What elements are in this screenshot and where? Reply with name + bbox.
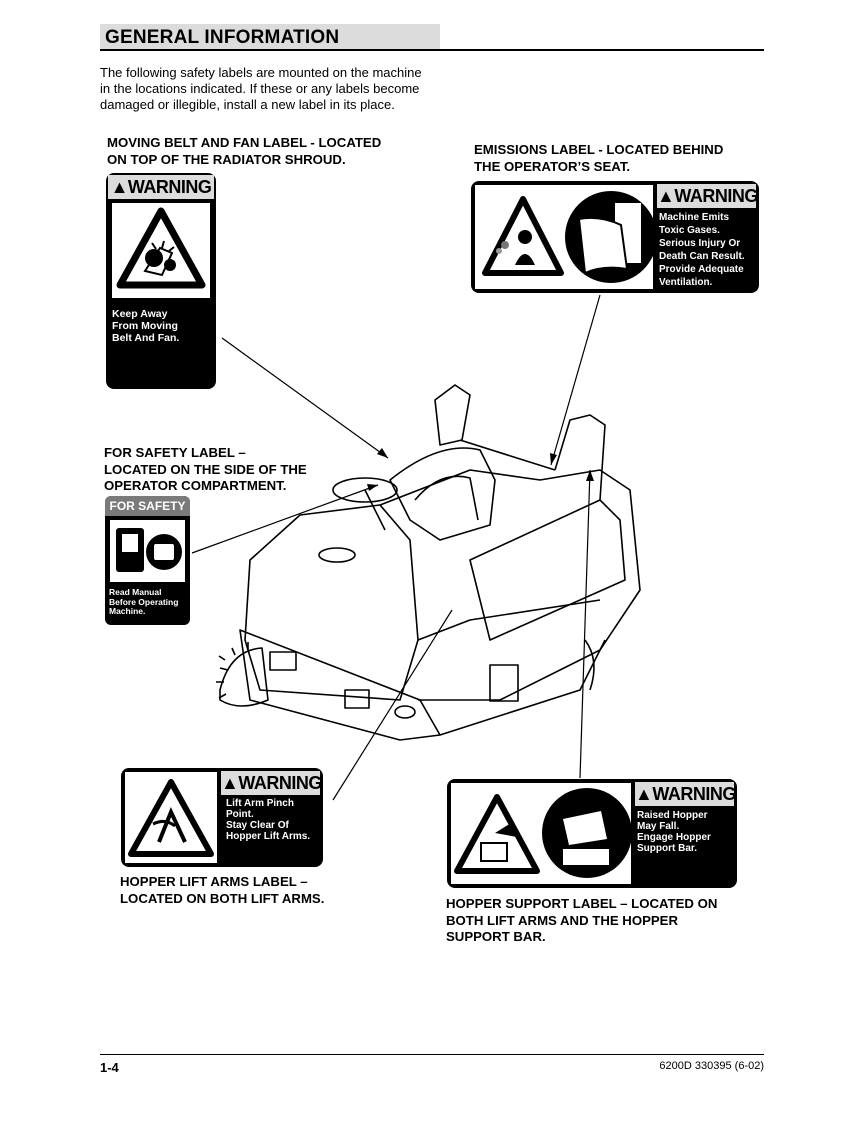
leader-arrowheads xyxy=(367,448,594,491)
pinch-point-icon xyxy=(128,779,214,857)
hopper-support-pictogram xyxy=(451,783,632,884)
leader-lines xyxy=(191,294,601,801)
footer-rule xyxy=(100,1054,764,1055)
read-manual-icon xyxy=(116,528,182,572)
section-header-bar xyxy=(100,24,440,50)
belt-fan-pictogram xyxy=(112,203,210,298)
caption-for-safety: FOR SAFETY LABEL –LOCATED ON THE SIDE OF… xyxy=(104,445,307,493)
page-title: GENERAL INFORMATION xyxy=(105,27,340,48)
toxic-gas-icon xyxy=(482,191,657,283)
warning-heading: ▲WARNING xyxy=(108,175,214,199)
warning-triangle-icon: ▲ xyxy=(657,186,675,206)
for-safety-pictogram xyxy=(110,520,185,582)
warning-triangle-icon: ▲ xyxy=(221,773,239,793)
page-number: 1-4 xyxy=(100,1060,119,1075)
warning-heading: ▲WARNING xyxy=(221,771,322,795)
hopper-lift-pictogram xyxy=(125,772,217,863)
belt-fan-hazard-icon xyxy=(116,207,206,289)
header-rule xyxy=(100,49,764,51)
for-safety-heading: FOR SAFETY xyxy=(105,496,190,516)
warning-heading: ▲WARNING xyxy=(635,782,736,806)
document-code: 6200D 330395 (6-02) xyxy=(659,1060,764,1072)
caption-hopper-lift: HOPPER LIFT ARMS LABEL –LOCATED ON BOTH … xyxy=(120,874,325,906)
emissions-pictogram xyxy=(475,185,657,289)
warning-triangle-icon: ▲ xyxy=(635,784,653,804)
warning-heading: ▲WARNING xyxy=(657,184,758,208)
intro-paragraph: The following safety labels are mounted … xyxy=(100,65,422,112)
warning-triangle-icon: ▲ xyxy=(110,177,129,197)
raised-hopper-icon xyxy=(454,788,632,878)
